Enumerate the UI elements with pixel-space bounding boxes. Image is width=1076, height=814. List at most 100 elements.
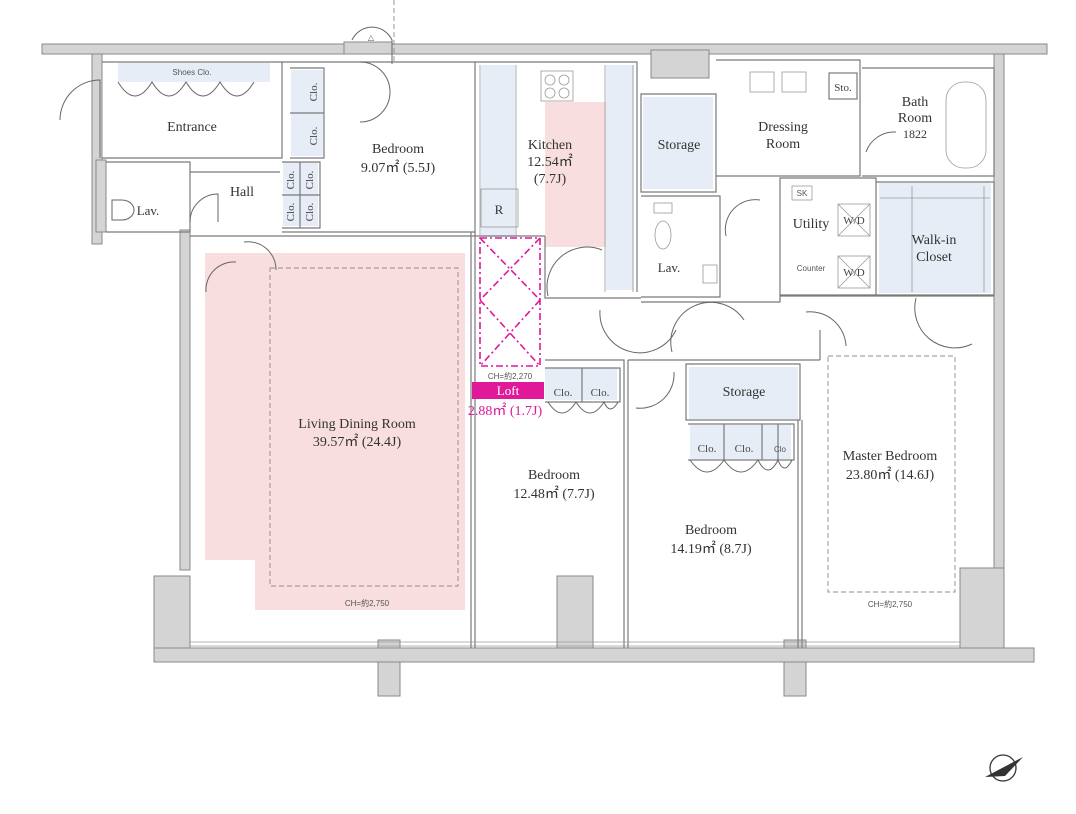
bedroom1-closet-label-2: Clo. <box>308 126 320 145</box>
wd-upper-label: W/D <box>843 215 864 227</box>
wd-upper-box <box>837 203 871 237</box>
hall-label: Hall <box>230 185 254 200</box>
bedroom3-closet-fill <box>690 425 791 459</box>
top-box-2 <box>343 41 393 55</box>
storage2-label: Storage <box>723 385 766 400</box>
walkin-outline <box>876 181 995 296</box>
kitchen-counter-right <box>604 65 634 292</box>
door-hall <box>205 261 237 293</box>
walkin-fill <box>879 183 991 293</box>
walkin-racks <box>880 186 990 292</box>
bedroom3-right-wall <box>797 420 803 648</box>
storage1-label: Storage <box>658 138 701 153</box>
bedroom1-closet <box>290 67 325 159</box>
door-bedroom1-top <box>359 61 391 123</box>
door-corridor-2 <box>670 301 745 353</box>
master-name: Master Bedroom <box>843 449 938 464</box>
kitchen-counter-left <box>479 65 517 236</box>
hall-closet-label-1: Clo. <box>285 170 297 189</box>
bedroom1-area: 9.07㎡ (5.5J) <box>361 160 436 176</box>
bedroom2-closet-label-1: Clo. <box>554 387 573 399</box>
bedroom1-name: Bedroom <box>372 142 424 157</box>
burner-3 <box>544 87 556 99</box>
bedroom3-closet-label-2: Clo. <box>735 443 754 455</box>
dashed-zones <box>269 0 956 593</box>
bedroom3-closet-label-1: Clo. <box>698 443 717 455</box>
shoes-closet-fill <box>118 63 270 82</box>
door-bedroom3 <box>635 371 675 409</box>
dressing-line2: Room <box>766 137 800 152</box>
bedroom1-closet-label-1: Clo. <box>308 82 320 101</box>
entry-mark: △ <box>368 33 375 42</box>
bath-line1: Bath <box>902 95 928 110</box>
kitchen-bottom-wall <box>544 236 641 299</box>
bedroom3-closet-label-3: Clo <box>774 445 787 454</box>
top-wall <box>41 43 1048 55</box>
sto-label: Sto. <box>834 82 852 94</box>
door-bath <box>865 131 897 153</box>
wd-lower-label: W/D <box>843 267 864 279</box>
door-front <box>351 26 393 64</box>
bath-line2: Room <box>898 111 932 126</box>
hall-closet-label-4: Clo. <box>304 202 316 221</box>
bedroom3-name: Bedroom <box>685 523 737 538</box>
bathtub <box>945 81 987 169</box>
sk-box <box>791 185 813 201</box>
top-box-1 <box>650 49 710 79</box>
shoes-closet-label: Shoes Clo. <box>172 68 211 77</box>
utility-label: Utility <box>793 217 830 232</box>
loft-cross-2 <box>479 299 541 367</box>
wd-lower-box <box>837 255 871 289</box>
burner-2 <box>558 74 570 86</box>
kitchen-left-counter <box>481 65 515 237</box>
bath-outline <box>862 67 995 177</box>
bedroom2-closet-label-2: Clo. <box>591 387 610 399</box>
door-corridor-1 <box>599 309 677 354</box>
lav1-left-wall <box>95 159 107 233</box>
toilet-1 <box>111 199 135 221</box>
loft-area: 2.88㎡ (1.7J) <box>468 403 543 419</box>
dressing-line1: Dressing <box>758 120 808 135</box>
kitchen-outline <box>475 61 638 292</box>
dressing-vanity-1 <box>749 71 775 93</box>
living-right-wall <box>470 232 476 648</box>
burner-4 <box>558 87 570 99</box>
column-5 <box>959 567 1005 657</box>
kitchen-right-counter <box>606 65 634 290</box>
door-walkin <box>914 297 973 349</box>
bath-line3: 1822 <box>903 127 927 141</box>
storage2-fill <box>689 367 798 419</box>
hall-closet-label-2: Clo. <box>304 170 316 189</box>
hall-closet <box>282 161 321 229</box>
compass-ring <box>989 754 1017 782</box>
counter-label: Counter <box>797 264 826 273</box>
kitchen-jo: (7.7J) <box>534 172 567 187</box>
sink-2 <box>702 264 718 284</box>
kitchen-area: 12.54㎡ <box>527 154 573 170</box>
compass-needle <box>985 757 1023 777</box>
master-area: 23.80㎡ (14.6J) <box>846 467 935 483</box>
door-entrance-left <box>59 79 101 158</box>
storage2-outline <box>685 363 801 421</box>
loft-ch: CH=約2,270 <box>488 371 533 381</box>
kitchen-floor <box>545 102 607 247</box>
living-left-wall <box>179 229 191 571</box>
bedroom2-name: Bedroom <box>528 468 580 483</box>
master-zone <box>827 355 956 593</box>
bottom-sill <box>153 647 1035 663</box>
lav2-outline <box>641 195 721 298</box>
bedroom2-closet-fill <box>545 368 617 400</box>
loft-name: Loft <box>497 383 520 398</box>
toilet-2-tank <box>653 202 673 214</box>
entrance-label: Entrance <box>167 120 217 135</box>
kitchen-name: Kitchen <box>528 138 572 153</box>
bedroom3-area: 14.19㎡ (8.7J) <box>670 541 752 557</box>
fridge-mark: R <box>495 202 504 217</box>
dressing-outline <box>716 59 861 177</box>
walls <box>41 41 1048 697</box>
living-name: Living Dining Room <box>298 417 416 432</box>
fridge-box <box>480 188 519 228</box>
doors <box>59 26 973 473</box>
left-upper-wall <box>91 53 103 245</box>
